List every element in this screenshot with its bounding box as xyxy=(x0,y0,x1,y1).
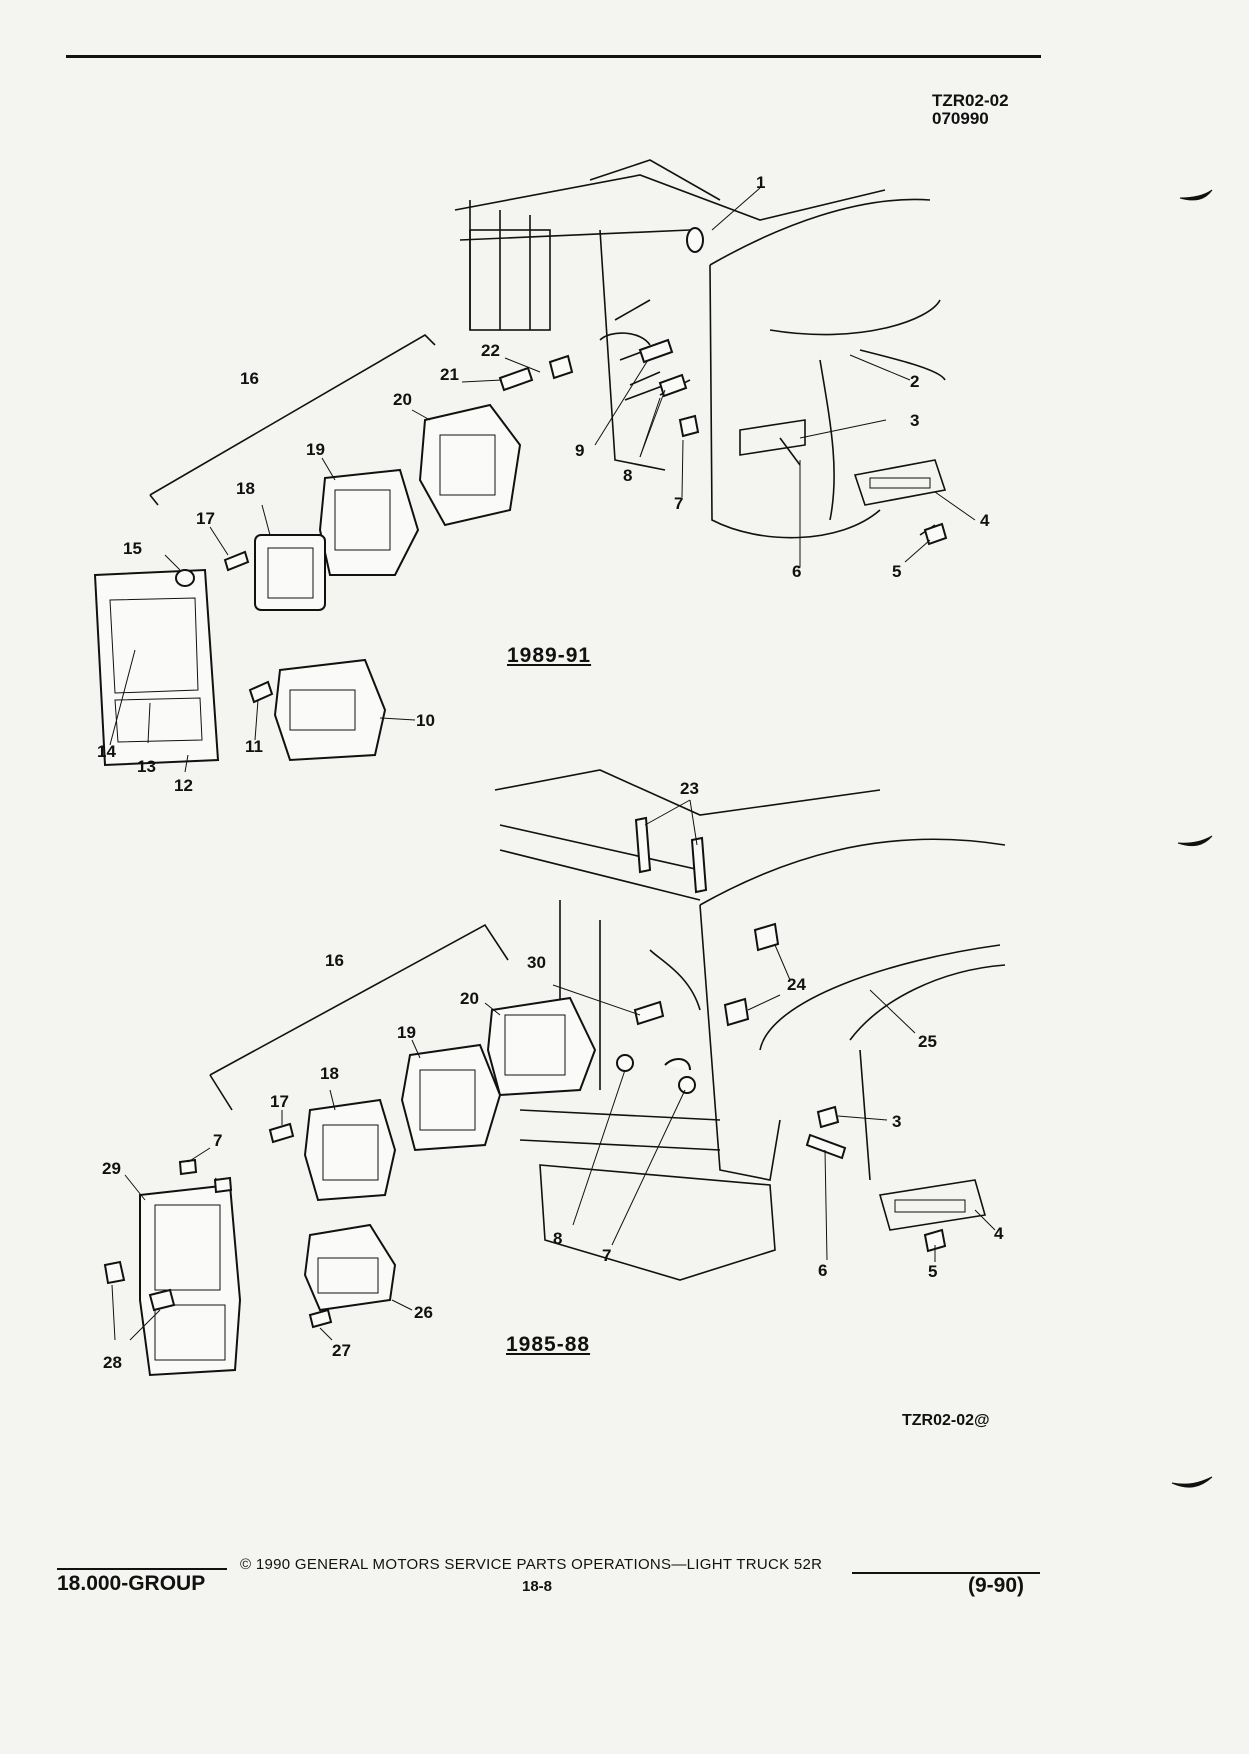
callout-28: 28 xyxy=(103,1353,122,1372)
callout-5: 5 xyxy=(892,562,902,581)
header-code-block: TZR02-02 070990 xyxy=(932,92,1009,128)
callout-7: 7 xyxy=(213,1131,223,1150)
margin-mark xyxy=(1177,835,1213,847)
footer-revision-date: (9-90) xyxy=(968,1574,1025,1597)
callout-9: 9 xyxy=(575,441,585,460)
callout-22: 22 xyxy=(481,341,500,360)
callout-8: 8 xyxy=(623,466,633,485)
footer-page-number: 18-8 xyxy=(522,1578,553,1595)
margin-mark xyxy=(1171,1476,1213,1488)
callout-18: 18 xyxy=(320,1064,339,1083)
callout-4: 4 xyxy=(994,1224,1004,1243)
callout-3: 3 xyxy=(892,1112,902,1131)
margin-mark xyxy=(1179,189,1213,201)
callout-30: 30 xyxy=(527,953,546,972)
callout-6: 6 xyxy=(792,562,802,581)
upper-leader-lines xyxy=(109,187,976,773)
lower-leader-lines xyxy=(111,799,996,1341)
callout-29: 29 xyxy=(102,1159,121,1178)
callout-15: 15 xyxy=(123,539,142,558)
callout-11: 11 xyxy=(245,737,263,756)
callout-1: 1 xyxy=(756,173,766,192)
lower-vehicle-body xyxy=(494,769,1006,1281)
callout-23: 23 xyxy=(680,779,699,798)
callout-17: 17 xyxy=(196,509,215,528)
figure-reference: TZR02-02@ xyxy=(902,1412,990,1429)
year-label-lower: 1985-88 xyxy=(506,1333,591,1356)
callout-21: 21 xyxy=(440,365,459,384)
callout-25: 25 xyxy=(918,1032,937,1051)
callout-8: 8 xyxy=(553,1229,563,1248)
callout-14: 14 xyxy=(97,742,116,761)
year-label-upper: 1989-91 xyxy=(507,644,592,667)
callout-6: 6 xyxy=(818,1261,828,1280)
callout-16: 16 xyxy=(325,951,344,970)
footer-rule-left xyxy=(57,1568,227,1570)
callout-10: 10 xyxy=(416,711,435,730)
footer-rule-right xyxy=(852,1572,1040,1574)
callout-4: 4 xyxy=(980,511,990,530)
footer-group: 18.000-GROUP xyxy=(57,1572,206,1595)
callout-26: 26 xyxy=(414,1303,433,1322)
upper-headlamp-assembly xyxy=(93,333,948,767)
callout-2: 2 xyxy=(910,372,920,391)
callout-20: 20 xyxy=(460,989,479,1008)
upper-vehicle-body xyxy=(454,159,947,539)
callout-17: 17 xyxy=(270,1092,289,1111)
callout-19: 19 xyxy=(397,1023,416,1042)
callout-16: 16 xyxy=(240,369,259,388)
callout-24: 24 xyxy=(787,975,806,994)
top-rule xyxy=(66,55,1041,58)
callout-19: 19 xyxy=(306,440,325,459)
lower-headlamp-assembly xyxy=(103,816,947,1377)
callout-13: 13 xyxy=(137,757,156,776)
header-code: TZR02-02 xyxy=(932,91,1009,110)
callout-7: 7 xyxy=(602,1246,612,1265)
callout-7: 7 xyxy=(674,494,684,513)
footer-copyright: © 1990 GENERAL MOTORS SERVICE PARTS OPER… xyxy=(240,1556,823,1573)
callout-12: 12 xyxy=(174,776,193,795)
callout-27: 27 xyxy=(332,1341,351,1360)
callout-18: 18 xyxy=(236,479,255,498)
header-date-code: 070990 xyxy=(932,109,989,128)
callout-20: 20 xyxy=(393,390,412,409)
callout-5: 5 xyxy=(928,1262,938,1281)
callout-3: 3 xyxy=(910,411,920,430)
